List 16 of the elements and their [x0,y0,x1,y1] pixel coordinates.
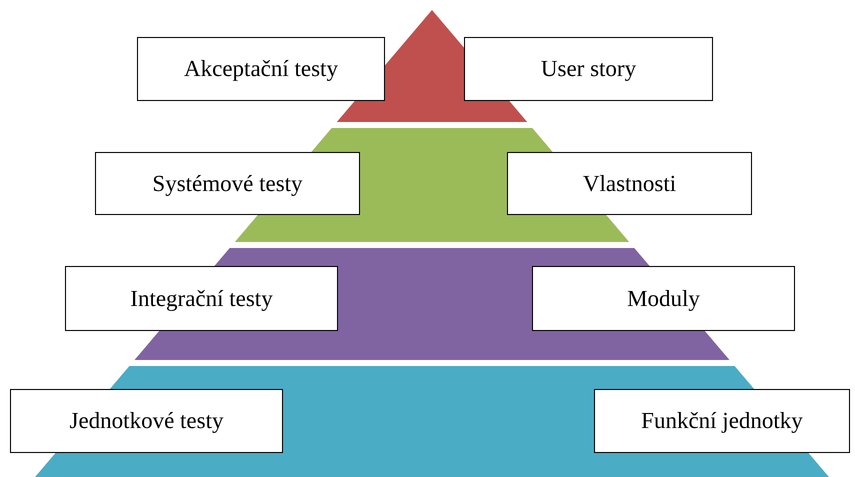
label-box [594,389,850,453]
label-box [95,152,360,215]
label-box [507,152,752,215]
label-box [10,389,283,453]
box-label: Vlastnosti [582,170,676,196]
box-label: Moduly [627,286,700,312]
box-label: Systémové testy [152,170,303,196]
label-box [532,266,795,331]
box-label: Funkční jednotky [641,408,803,434]
label-box [65,266,338,331]
box-label: User story [540,56,636,82]
box-label: Integrační testy [130,286,273,312]
label-box [464,37,713,101]
label-box [137,37,385,101]
box-label: Akceptační testy [184,56,338,82]
box-label: Jednotkové testy [70,408,224,434]
